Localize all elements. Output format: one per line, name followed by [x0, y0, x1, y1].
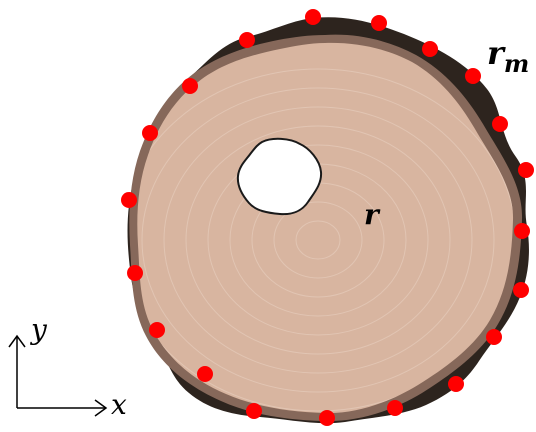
coordinate-axes: y x: [8, 313, 127, 421]
measurement-point: [121, 192, 137, 208]
measurement-point: [239, 32, 255, 48]
outer-radius-label: rm: [487, 34, 529, 78]
y-axis-label: y: [29, 313, 48, 346]
growth-ring: [185, 125, 451, 355]
measurement-point: [465, 68, 481, 84]
inner-radius-label: r: [364, 198, 381, 231]
measurement-point: [127, 265, 143, 281]
measurement-point: [197, 366, 213, 382]
wood-body: [137, 42, 514, 414]
x-axis-label: x: [111, 388, 127, 421]
measurement-point: [371, 15, 387, 31]
measurement-point: [387, 400, 403, 416]
measurement-point: [518, 162, 534, 178]
growth-rings: [137, 68, 514, 412]
outer-radius-main: r: [487, 34, 506, 72]
y-axis-arrowhead: [8, 334, 26, 348]
measurement-point: [305, 9, 321, 25]
measurement-point: [246, 403, 262, 419]
measurement-points: [121, 9, 534, 426]
growth-ring: [137, 68, 514, 412]
center-hole: [236, 137, 323, 216]
measurement-point: [422, 41, 438, 57]
measurement-point: [319, 410, 335, 426]
growth-ring: [141, 87, 495, 393]
growth-ring: [207, 144, 429, 336]
measurement-point: [486, 329, 502, 345]
growth-ring: [273, 201, 363, 279]
outer-radius-subscript: m: [504, 49, 529, 78]
measurement-point: [149, 322, 165, 338]
measurement-point: [513, 282, 529, 298]
x-axis-arrowhead: [94, 399, 108, 417]
measurement-point: [142, 125, 158, 141]
measurement-point: [182, 78, 198, 94]
measurement-point: [448, 376, 464, 392]
measurement-point: [492, 116, 508, 132]
growth-ring: [163, 106, 473, 374]
measurement-point: [514, 223, 530, 239]
growth-ring: [295, 220, 341, 260]
